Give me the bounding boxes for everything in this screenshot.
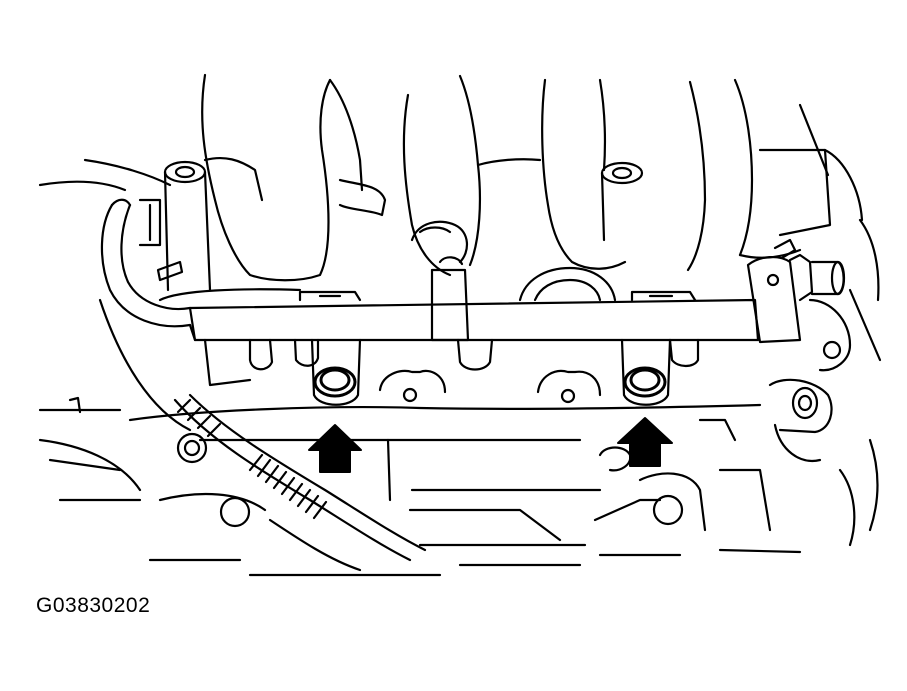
callout-arrows — [308, 417, 673, 473]
wiring-harness — [173, 393, 427, 562]
left-mounting-boss — [163, 156, 387, 292]
right-rail-bolt — [620, 338, 672, 406]
right-fuel-inlet-fitting — [746, 238, 846, 344]
right-side-components — [768, 218, 882, 547]
center-pulsation-damper — [410, 220, 470, 342]
injectors — [248, 338, 700, 371]
up-arrow-icon — [308, 424, 362, 473]
lower-engine-block — [38, 298, 802, 577]
cylinder-head — [128, 338, 772, 532]
figure-code-label: G03830202 — [36, 594, 151, 617]
left-rail-bolt — [310, 338, 362, 406]
right-mounting-boss — [600, 161, 644, 242]
intake-manifold — [158, 73, 864, 302]
left-hose — [38, 158, 192, 328]
fuel-rail — [188, 266, 760, 342]
up-arrow-icon — [617, 417, 673, 467]
